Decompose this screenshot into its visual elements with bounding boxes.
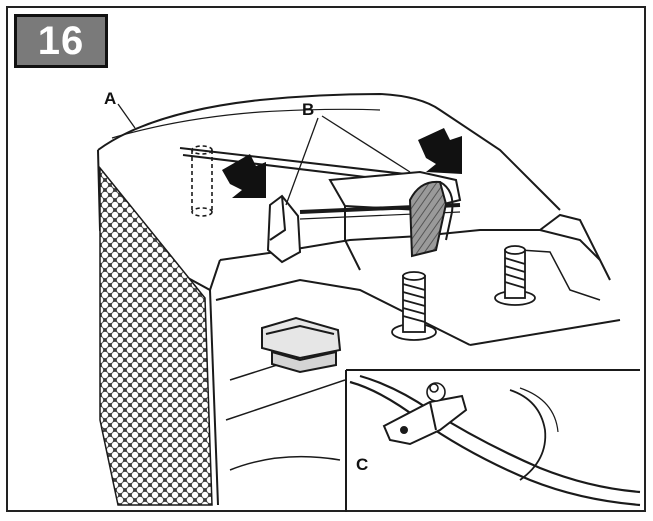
- grass-bag-mesh: [99, 165, 213, 506]
- dashed-pin: [191, 145, 213, 217]
- handle-bracket-left: [266, 194, 302, 264]
- step-number-badge: 16: [14, 14, 108, 68]
- callout-label-c: C: [356, 455, 369, 474]
- step-number: 16: [37, 18, 85, 63]
- grass-bag: [97, 92, 561, 506]
- direction-arrow-right: [418, 128, 462, 174]
- bolt-left: [391, 271, 437, 341]
- hinge-rod: [179, 147, 462, 271]
- callout-label-a: A: [104, 89, 117, 108]
- direction-arrow-left: [222, 154, 266, 198]
- bolt-right: [494, 245, 536, 306]
- detail-inset: [345, 369, 641, 512]
- handle-slot: [261, 316, 342, 374]
- inset-knob: [426, 382, 446, 402]
- callout-label-b: B: [302, 100, 315, 119]
- handle-bracket-right: [408, 180, 454, 258]
